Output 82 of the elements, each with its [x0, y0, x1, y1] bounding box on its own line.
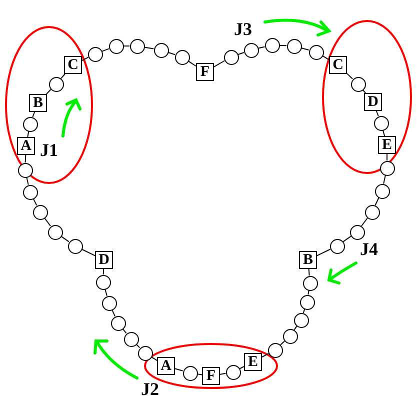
bead-circle — [88, 46, 102, 62]
bead-circle — [300, 294, 314, 310]
bead-circle — [380, 160, 394, 176]
connector-line — [346, 73, 354, 80]
bead-circle — [224, 50, 238, 64]
bead-circle — [18, 162, 32, 178]
bead-circle — [174, 50, 190, 64]
bead-circle — [124, 332, 138, 346]
bead-circle — [264, 38, 280, 52]
bead-circle — [130, 38, 144, 54]
connector-line — [376, 110, 379, 116]
connector-line — [46, 88, 52, 94]
letter-box: B — [299, 251, 317, 269]
bead-circle — [96, 274, 110, 290]
bead-circle — [302, 276, 318, 290]
connector-line — [144, 46, 154, 50]
connector-line — [300, 47, 310, 51]
text-label: J1 — [40, 141, 58, 159]
bead-circle — [374, 184, 390, 198]
connector-line — [238, 52, 244, 56]
connector-line — [294, 326, 298, 330]
letter-box: F — [202, 367, 220, 385]
bead-circle — [374, 116, 388, 130]
bead-circle — [22, 116, 38, 132]
connector-line — [214, 60, 225, 68]
bead-circle — [350, 224, 364, 240]
connector-line — [220, 372, 226, 375]
bead-circle — [294, 312, 308, 328]
letter-box: A — [17, 137, 35, 155]
bead-circle — [268, 342, 282, 358]
bead-circle — [282, 328, 298, 344]
letter-box: F — [196, 63, 214, 81]
connector-line — [102, 268, 104, 275]
connector-line — [280, 340, 286, 346]
letter-box: D — [95, 251, 113, 269]
connector-line — [342, 236, 352, 242]
text-label: J4 — [360, 240, 378, 258]
letter-box: C — [64, 56, 82, 74]
connector-line — [60, 236, 70, 242]
letter-box: B — [29, 94, 47, 112]
connector-line — [24, 154, 26, 163]
connector-line — [374, 197, 380, 206]
bead-circle — [226, 364, 240, 380]
bead-circle — [48, 224, 62, 240]
text-label: J3 — [234, 20, 252, 38]
connector-line — [316, 248, 331, 256]
connector-line — [168, 52, 176, 56]
connector-line — [32, 112, 36, 118]
bead-circle — [364, 204, 380, 220]
letter-box: E — [378, 136, 396, 154]
bead-circle — [154, 42, 168, 58]
text-label: J2 — [141, 380, 159, 398]
bead-circle — [350, 76, 366, 92]
connector-line — [174, 368, 184, 372]
bead-circle — [244, 42, 258, 58]
connector-line — [44, 218, 51, 226]
bead-circle — [108, 38, 124, 54]
letter-box: C — [329, 56, 347, 74]
bead-circle — [308, 44, 324, 60]
bead-circle — [286, 38, 302, 54]
bead-circle — [22, 184, 38, 200]
connector-line — [308, 268, 310, 276]
bead-circle — [32, 204, 48, 220]
connector-line — [102, 48, 110, 52]
bead-circle — [182, 366, 198, 380]
connector-line — [386, 154, 388, 161]
bead-circle — [102, 296, 116, 310]
letter-box: D — [364, 93, 382, 111]
connector-line — [361, 218, 368, 226]
connector-line — [196, 374, 202, 376]
bead-circle — [110, 316, 126, 330]
bead-circle — [330, 238, 344, 254]
bead-circle — [68, 238, 82, 254]
letter-box: A — [157, 357, 175, 375]
connector-line — [302, 308, 306, 314]
letter-box: E — [244, 353, 262, 371]
bead-circle — [48, 76, 64, 92]
bead-circle — [138, 346, 152, 360]
connector-line — [279, 44, 287, 46]
connector-line — [262, 353, 269, 358]
connector-line — [81, 248, 96, 256]
connector-line — [188, 60, 196, 67]
